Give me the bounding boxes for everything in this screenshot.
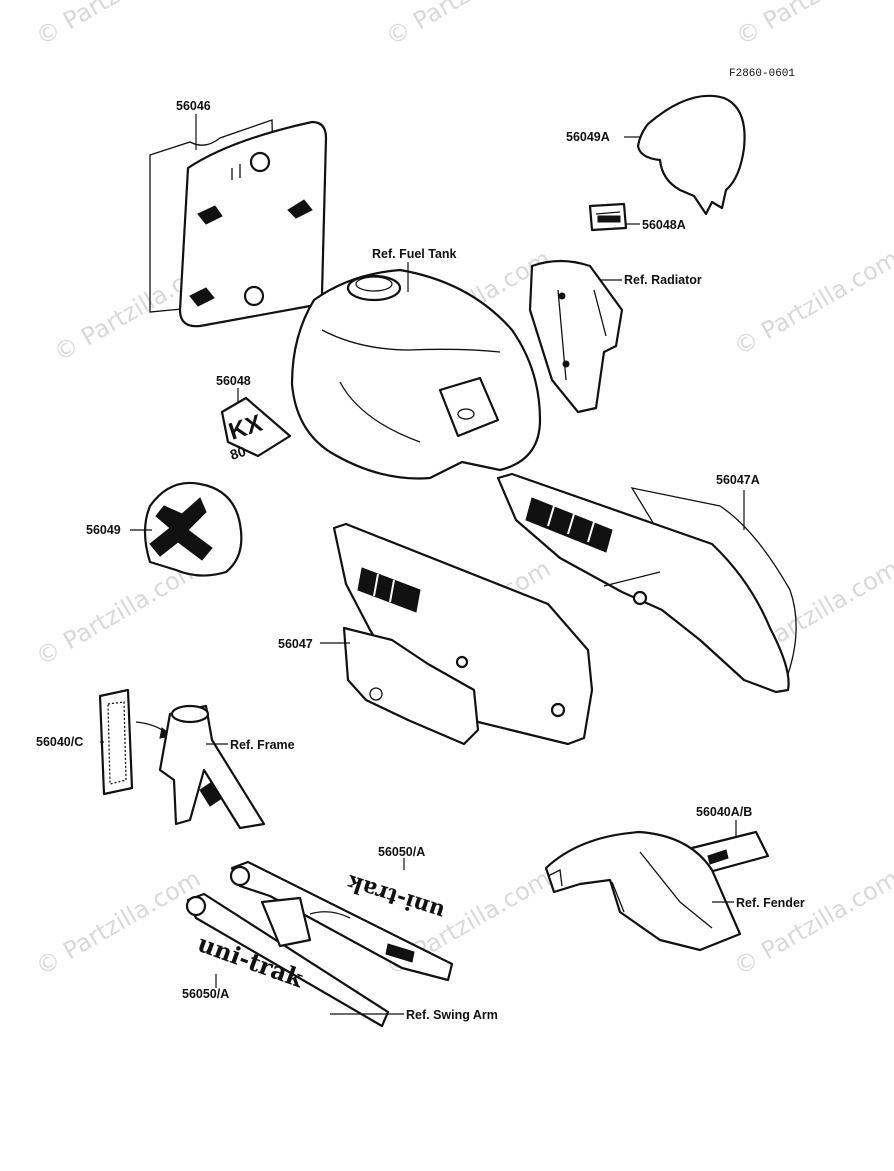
swing-arm-pivot: [185, 895, 207, 917]
tank-contour: [339, 381, 421, 443]
figure-code: F2860-0601: [729, 68, 795, 80]
plate-tab: [287, 199, 313, 219]
label-56048: 56048: [216, 374, 251, 388]
plate-tab: [197, 205, 223, 225]
side-cover-vent-slats: [373, 573, 395, 603]
frame-tube: [158, 704, 266, 830]
plate-tab: [189, 287, 215, 307]
label-56048a: 56048A: [642, 218, 686, 232]
fuel-cap-inner: [355, 276, 393, 292]
decal-56049-x-mark: [149, 497, 213, 561]
label-56040c: 56040/C: [36, 735, 83, 749]
decal-56048-outline: [220, 396, 292, 458]
label-56050a-top: 56050/A: [378, 845, 425, 859]
fender-contour: [611, 851, 713, 929]
label-ref-swing-arm: Ref. Swing Arm: [406, 1008, 498, 1022]
shroud-bolt: [562, 360, 570, 368]
tank-mount-hole: [457, 408, 475, 420]
swing-arm-pivot: [229, 865, 251, 887]
label-56047a: 56047A: [716, 473, 760, 487]
swing-arm-contour: [309, 911, 351, 919]
frame-detail: [199, 781, 223, 807]
part-56048a-decal[interactable]: [588, 202, 628, 232]
side-cover-vent-slats: [547, 505, 595, 543]
label-56049a: 56049A: [566, 130, 610, 144]
shroud-bolt: [558, 292, 566, 300]
part-56046-number-plate[interactable]: [149, 119, 328, 328]
frame-head-tube: [170, 704, 210, 724]
part-56040c-decal[interactable]: [98, 688, 134, 796]
label-ref-radiator: Ref. Radiator: [624, 273, 702, 287]
decal-56049a-shape: [636, 94, 746, 216]
decal-hole: [369, 687, 383, 701]
side-cover-vents: [525, 497, 613, 553]
number-plate-body: [178, 120, 328, 328]
radiator-shroud-body: [528, 259, 624, 414]
decal-detail: [595, 211, 621, 215]
side-cover-vents: [357, 567, 421, 613]
decal-detail: [707, 849, 729, 865]
label-56040ab: 56040A/B: [696, 805, 752, 819]
label-56049: 56049: [86, 523, 121, 537]
side-cover-leader: [603, 571, 661, 587]
side-cover-grommet: [550, 702, 566, 718]
decal-56047a-outline: [630, 487, 797, 681]
decal-56047-outline: [342, 626, 480, 746]
plate-detail: [231, 164, 241, 180]
ref-fender[interactable]: [544, 830, 742, 952]
side-cover-grommet: [632, 590, 648, 606]
ref-radiator-shroud[interactable]: [528, 259, 624, 414]
tank-contour: [321, 329, 501, 353]
part-56048-kx-decal[interactable]: KX 80: [220, 396, 292, 463]
part-56047-side-cover[interactable]: [332, 522, 594, 746]
label-56047: 56047: [278, 637, 313, 651]
decal-kx-number: 80: [228, 443, 248, 463]
fender-body: [544, 830, 742, 952]
fuel-cap: [346, 274, 402, 302]
part-56049-kx-decal[interactable]: [143, 481, 243, 577]
label-ref-fuel-tank: Ref. Fuel Tank: [372, 247, 457, 261]
decal-56049-outline: [143, 481, 243, 577]
side-cover-grommet: [455, 655, 469, 669]
label-ref-frame: Ref. Frame: [230, 738, 295, 752]
ref-fuel-tank[interactable]: [290, 268, 542, 480]
swing-arm-detail: [385, 943, 415, 963]
side-cover-left-body: [332, 522, 594, 746]
label-56046: 56046: [176, 99, 211, 113]
swing-arm-bridge: [260, 896, 312, 948]
part-56047a-side-cover[interactable]: [496, 472, 797, 694]
ref-frame[interactable]: [158, 704, 266, 830]
ref-swing-arm[interactable]: [185, 860, 454, 1028]
fender-mount: [547, 869, 563, 887]
decal-56040c-shape: [98, 688, 134, 796]
tank-mount-recess: [438, 376, 500, 438]
decal-detail: [597, 215, 621, 223]
plate-grommet: [249, 151, 271, 173]
part-56049a-decal[interactable]: [636, 94, 746, 216]
decal-56040c-text-area: [107, 701, 127, 785]
label-ref-fender: Ref. Fender: [736, 896, 805, 910]
plate-grommet: [243, 285, 265, 307]
label-56050a-bottom: 56050/A: [182, 987, 229, 1001]
